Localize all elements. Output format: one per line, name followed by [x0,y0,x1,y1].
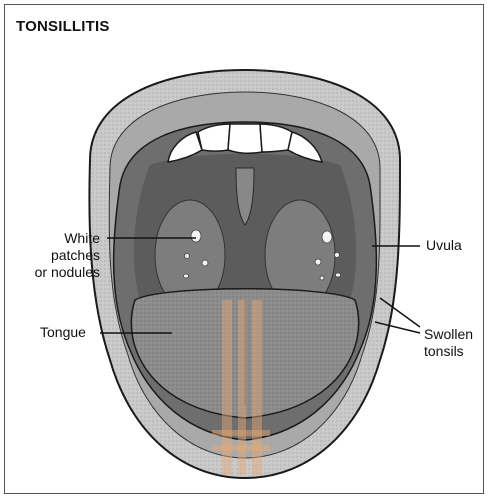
label-tongue: Tongue [40,324,86,341]
label-swollen-tonsils: Swollen tonsils [424,326,473,360]
label-swollen-tonsils-line1: Swollen [424,326,473,343]
label-white-patches-line3: or nodules [20,264,100,281]
label-white-patches: White patches or nodules [20,230,100,281]
label-white-patches-line1: White [20,230,100,247]
label-swollen-tonsils-line2: tonsils [424,343,473,360]
label-uvula: Uvula [426,237,462,254]
label-white-patches-line2: patches [20,247,100,264]
